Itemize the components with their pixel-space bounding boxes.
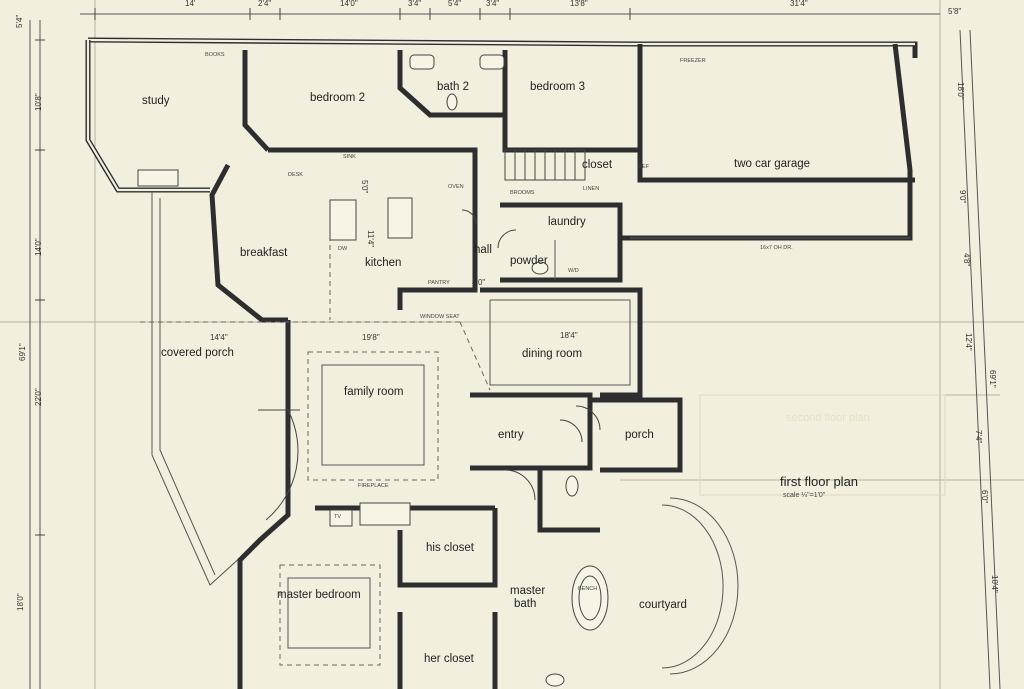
note-books: BOOKS (205, 52, 225, 58)
note-w-d: W/D (568, 268, 579, 274)
room-label-powder: powder (510, 255, 548, 267)
note-pantry: PANTRY (428, 280, 450, 286)
room-label-closet: closet (582, 159, 613, 171)
dim-right-1: 18'0" (956, 82, 965, 100)
dim-left-1: 10'8" (34, 93, 43, 111)
walls (85, 37, 918, 689)
dim-dining-width: 18'4" (560, 331, 578, 340)
dim-right-2: 9'0" (958, 190, 967, 203)
plan-title: first floor plan (780, 474, 858, 489)
room-label-bedroom-2: bedroom 2 (310, 92, 365, 104)
room-label-master-bath-line2: bath (514, 598, 536, 610)
room-label-kitchen: kitchen (365, 257, 401, 269)
dim-left-5: 18'0" (16, 593, 25, 611)
dim-top-6: 13'8" (570, 0, 588, 8)
dim-right-3: 4'8" (962, 253, 971, 266)
room-label-her-closet: her closet (424, 653, 475, 665)
note-ref: REF (638, 164, 650, 170)
note-bench: BENCH (578, 586, 597, 592)
note-fireplace: FIREPLACE (358, 483, 389, 489)
room-label-porch: porch (625, 429, 654, 441)
dim-top-5: 3'4" (486, 0, 499, 8)
room-label-bedroom-3: bedroom 3 (530, 81, 585, 93)
door-swings (258, 209, 601, 521)
note-linen: LINEN (583, 186, 599, 192)
room-label-master-bedroom: master bedroom (277, 589, 361, 601)
dim-top-2: 14'0" (340, 0, 358, 8)
room-label-laundry: laundry (548, 216, 586, 228)
dim-left-2: 14'0" (34, 238, 43, 256)
title-block: first floor plan scale ¼"=1'0" (780, 474, 858, 499)
dim-top-7: 31'4" (790, 0, 808, 8)
dim-left-4: 22'0" (34, 388, 43, 406)
faded-second-floor-label: second floor plan (786, 412, 870, 424)
note-sink: SINK (343, 154, 356, 160)
room-labels: study bedroom 2 bath 2 bedroom 3 closet … (142, 81, 810, 665)
dim-left-3: 69'1" (18, 343, 27, 361)
dim-right-6: 7'4" (974, 430, 983, 443)
dim-top-0: 14' (185, 0, 196, 8)
room-label-study: study (142, 95, 170, 107)
dim-kitchen: 11'4" (366, 230, 375, 247)
room-label-dining-room: dining room (522, 348, 582, 360)
dim-family-width: 19'8" (362, 333, 380, 342)
room-label-garage: two car garage (734, 158, 810, 170)
note-oven: OVEN (448, 184, 464, 190)
note-brooms: BROOMS (510, 190, 535, 196)
dim-kitchen-depth: 5'0" (360, 180, 369, 193)
room-label-his-closet: his closet (426, 542, 475, 554)
note-freezer: FREEZER (680, 58, 706, 64)
note-tv: TV (334, 514, 341, 520)
dim-right-4: 12'4" (964, 333, 973, 351)
room-label-entry: entry (498, 429, 524, 441)
dim-porch-width: 14'4" (210, 333, 228, 342)
room-label-courtyard: courtyard (639, 599, 687, 611)
dimension-labels: 14' 2'4" 14'0" 3'4" 5'4" 3'4" 13'8" 31'4… (15, 0, 999, 611)
room-label-master-bath-line1: master (510, 585, 545, 597)
dim-top-4: 5'4" (448, 0, 461, 8)
fixtures (137, 54, 609, 687)
room-label-bath-2: bath 2 (437, 81, 469, 93)
dim-right-0: 5'8" (948, 7, 961, 16)
dimension-lines (29, 8, 1001, 689)
dim-hall: 4'0" (472, 278, 485, 287)
dim-left-0: 5'4" (15, 15, 24, 28)
note-window-seat: WINDOW SEAT (420, 314, 460, 320)
stairs (504, 149, 586, 181)
dim-right-8: 10'4" (990, 575, 999, 593)
note-desk: DESK (288, 172, 303, 178)
note-dw: DW (338, 246, 348, 252)
dim-right-5: 69'1" (988, 370, 997, 388)
plan-scale: scale ¼"=1'0" (783, 492, 826, 499)
room-label-covered-porch: covered porch (161, 347, 234, 359)
dim-right-7: 6'0" (980, 490, 989, 503)
fixture-notes: BOOKS DESK SINK PANTRY REF OVEN BROOMS L… (205, 52, 793, 592)
room-label-breakfast: breakfast (240, 247, 288, 259)
dim-top-3: 3'4" (408, 0, 421, 8)
room-label-family-room: family room (344, 386, 403, 398)
note-garage-door: 16x7 OH DR. (760, 245, 793, 251)
dim-top-1: 2'4" (258, 0, 271, 8)
room-label-hall: hall (474, 244, 492, 256)
